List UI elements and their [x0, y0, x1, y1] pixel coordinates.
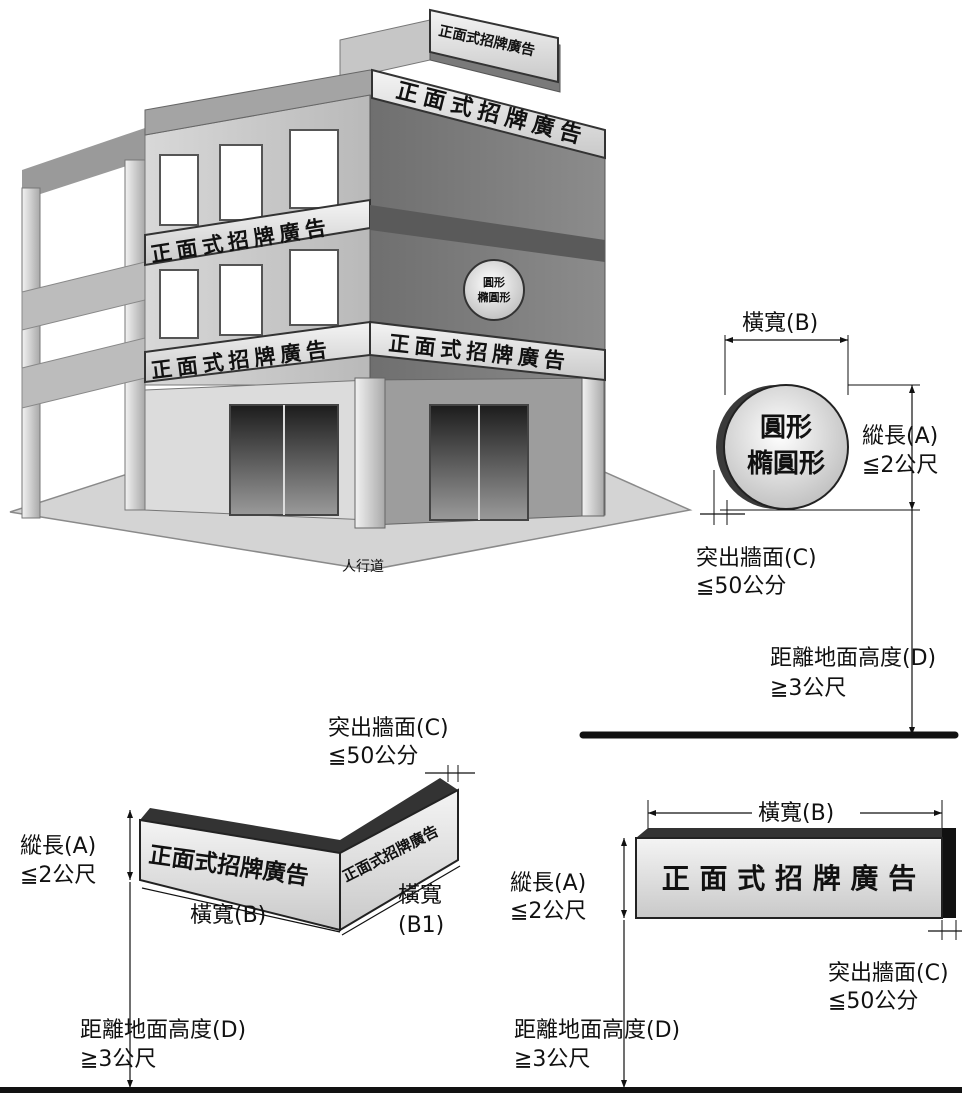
- flat-height-limit: ≦2公尺: [510, 899, 586, 924]
- round-height-limit: ≦2公尺: [862, 453, 938, 478]
- window: [289, 129, 339, 209]
- corner-width2-label-1: 橫寬: [398, 883, 442, 908]
- round-protrude-limit: ≦50公分: [696, 574, 786, 599]
- left-wing-pillar-2: [124, 159, 146, 511]
- corner-width2-label-2: (B1): [398, 913, 444, 938]
- window: [219, 264, 263, 336]
- bottom-ground-line: [0, 1087, 962, 1093]
- round-height-label: 縱長(A): [862, 424, 938, 449]
- sidewalk-label: 人行道: [342, 559, 384, 575]
- mid-band-right: [370, 205, 605, 262]
- corner-protrude-label: 突出牆面(C): [328, 716, 449, 741]
- round-sign-detail: 橫寬(B) 圓形 橢圓形 縱長(A) ≦2公尺 突出牆面(C) ≦50公分 距離…: [579, 311, 959, 739]
- right-pillar: [581, 377, 605, 517]
- round-width-label: 橫寬(B): [742, 311, 818, 336]
- svg-text:圓形: 圓形: [483, 276, 505, 289]
- flat-protrude-limit: ≦50公分: [828, 989, 918, 1014]
- corner-ground-label: 距離地面高度(D): [80, 1018, 246, 1043]
- corner-pillar: [354, 377, 386, 529]
- rooftop-block: [339, 19, 431, 81]
- flat-sign-text: 正 面 式 招 牌 廣 告: [662, 862, 917, 895]
- corner-width-label: 橫寬(B): [190, 903, 266, 928]
- flat-width-label: 橫寬(B): [758, 801, 834, 826]
- flat-height-label: 縱長(A): [510, 871, 586, 896]
- round-ground-label: 距離地面高度(D): [770, 646, 936, 671]
- corner-ground-limit: ≧3公尺: [80, 1047, 156, 1072]
- corner-sign-top: [140, 778, 458, 853]
- corner-height-limit: ≦2公尺: [20, 863, 96, 888]
- window: [159, 154, 199, 226]
- building-sign-top: 正面式招牌廣告: [429, 8, 559, 84]
- window: [219, 144, 263, 221]
- round-sign-face: [723, 384, 849, 510]
- flat-sign-edge: [942, 828, 956, 918]
- round-ground-limit: ≧3公尺: [770, 676, 846, 701]
- flat-protrude-label: 突出牆面(C): [828, 961, 949, 986]
- svg-text:橢圓形: 橢圓形: [478, 290, 511, 304]
- corner-height-label: 縱長(A): [20, 834, 96, 859]
- corner-sign-side: [339, 788, 459, 932]
- building-round-sign: 圓形 橢圓形: [463, 259, 525, 321]
- flat-sign-face: [635, 837, 943, 919]
- flat-ground-limit: ≧3公尺: [514, 1047, 590, 1072]
- window: [159, 269, 199, 339]
- flat-ground-label: 距離地面高度(D): [514, 1018, 680, 1043]
- flat-sign-detail: 橫寬(B) 正 面 式 招 牌 廣 告 縱長(A) ≦2公尺 突出牆面(C) ≦…: [510, 798, 962, 1088]
- left-wing-pillar-1: [21, 187, 41, 519]
- corner-width2-arrow: [341, 865, 461, 936]
- building-illustration: 正面式招牌廣告 正面式招牌廣告 正面式招牌廣告 圓形 橢圓形 正面式招牌廣告 正…: [9, 8, 693, 575]
- corner-sign-detail: 突出牆面(C) ≦50公分 正面式招牌廣告 正面式招牌廣告 縱長(A) ≦2公尺…: [20, 716, 475, 1088]
- corner-protrude-limit: ≦50公分: [328, 744, 418, 769]
- left-wing-roof: [22, 128, 145, 200]
- flat-sign-top: [636, 828, 955, 838]
- corner-width-arrow: [141, 887, 341, 933]
- round-sign-line2: 橢圓形: [747, 449, 825, 479]
- round-protrude-label: 突出牆面(C): [696, 546, 817, 571]
- round-sign-line1: 圓形: [760, 413, 812, 443]
- window: [289, 249, 339, 326]
